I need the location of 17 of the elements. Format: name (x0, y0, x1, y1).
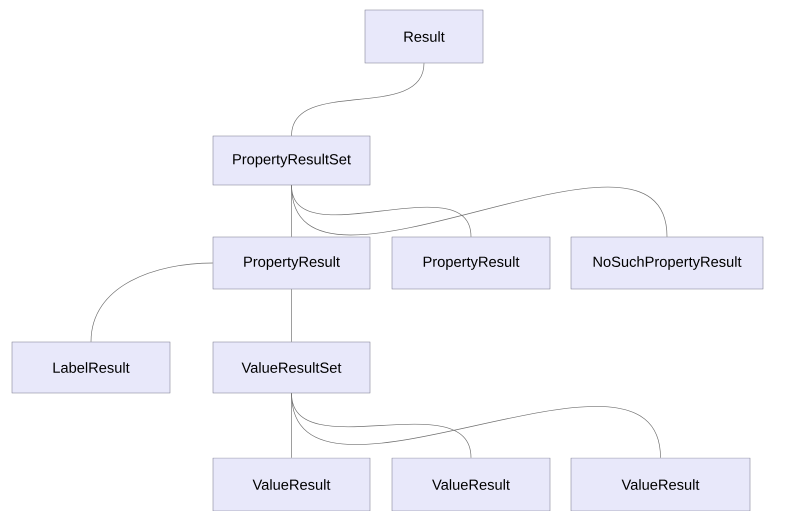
connector-line (291, 62, 424, 136)
connector-line (291, 184, 292, 238)
class-box: PropertyResult (212, 236, 370, 290)
class-box: ValueResult (212, 458, 370, 511)
class-box: NoSuchPropertyResult (570, 236, 764, 290)
connector-line (291, 392, 292, 458)
class-box: PropertyResult (392, 236, 550, 290)
connector-line (90, 262, 214, 342)
class-box: LabelResult (12, 342, 170, 394)
class-box: Result (364, 10, 484, 64)
class-box: ValueResult (570, 458, 750, 511)
class-box: ValueResult (392, 458, 550, 511)
class-box: ValueResultSet (212, 342, 370, 394)
connector-line (291, 184, 668, 238)
connector-line (291, 288, 292, 342)
connector-line (291, 392, 661, 458)
class-box: PropertyResultSet (212, 136, 370, 186)
